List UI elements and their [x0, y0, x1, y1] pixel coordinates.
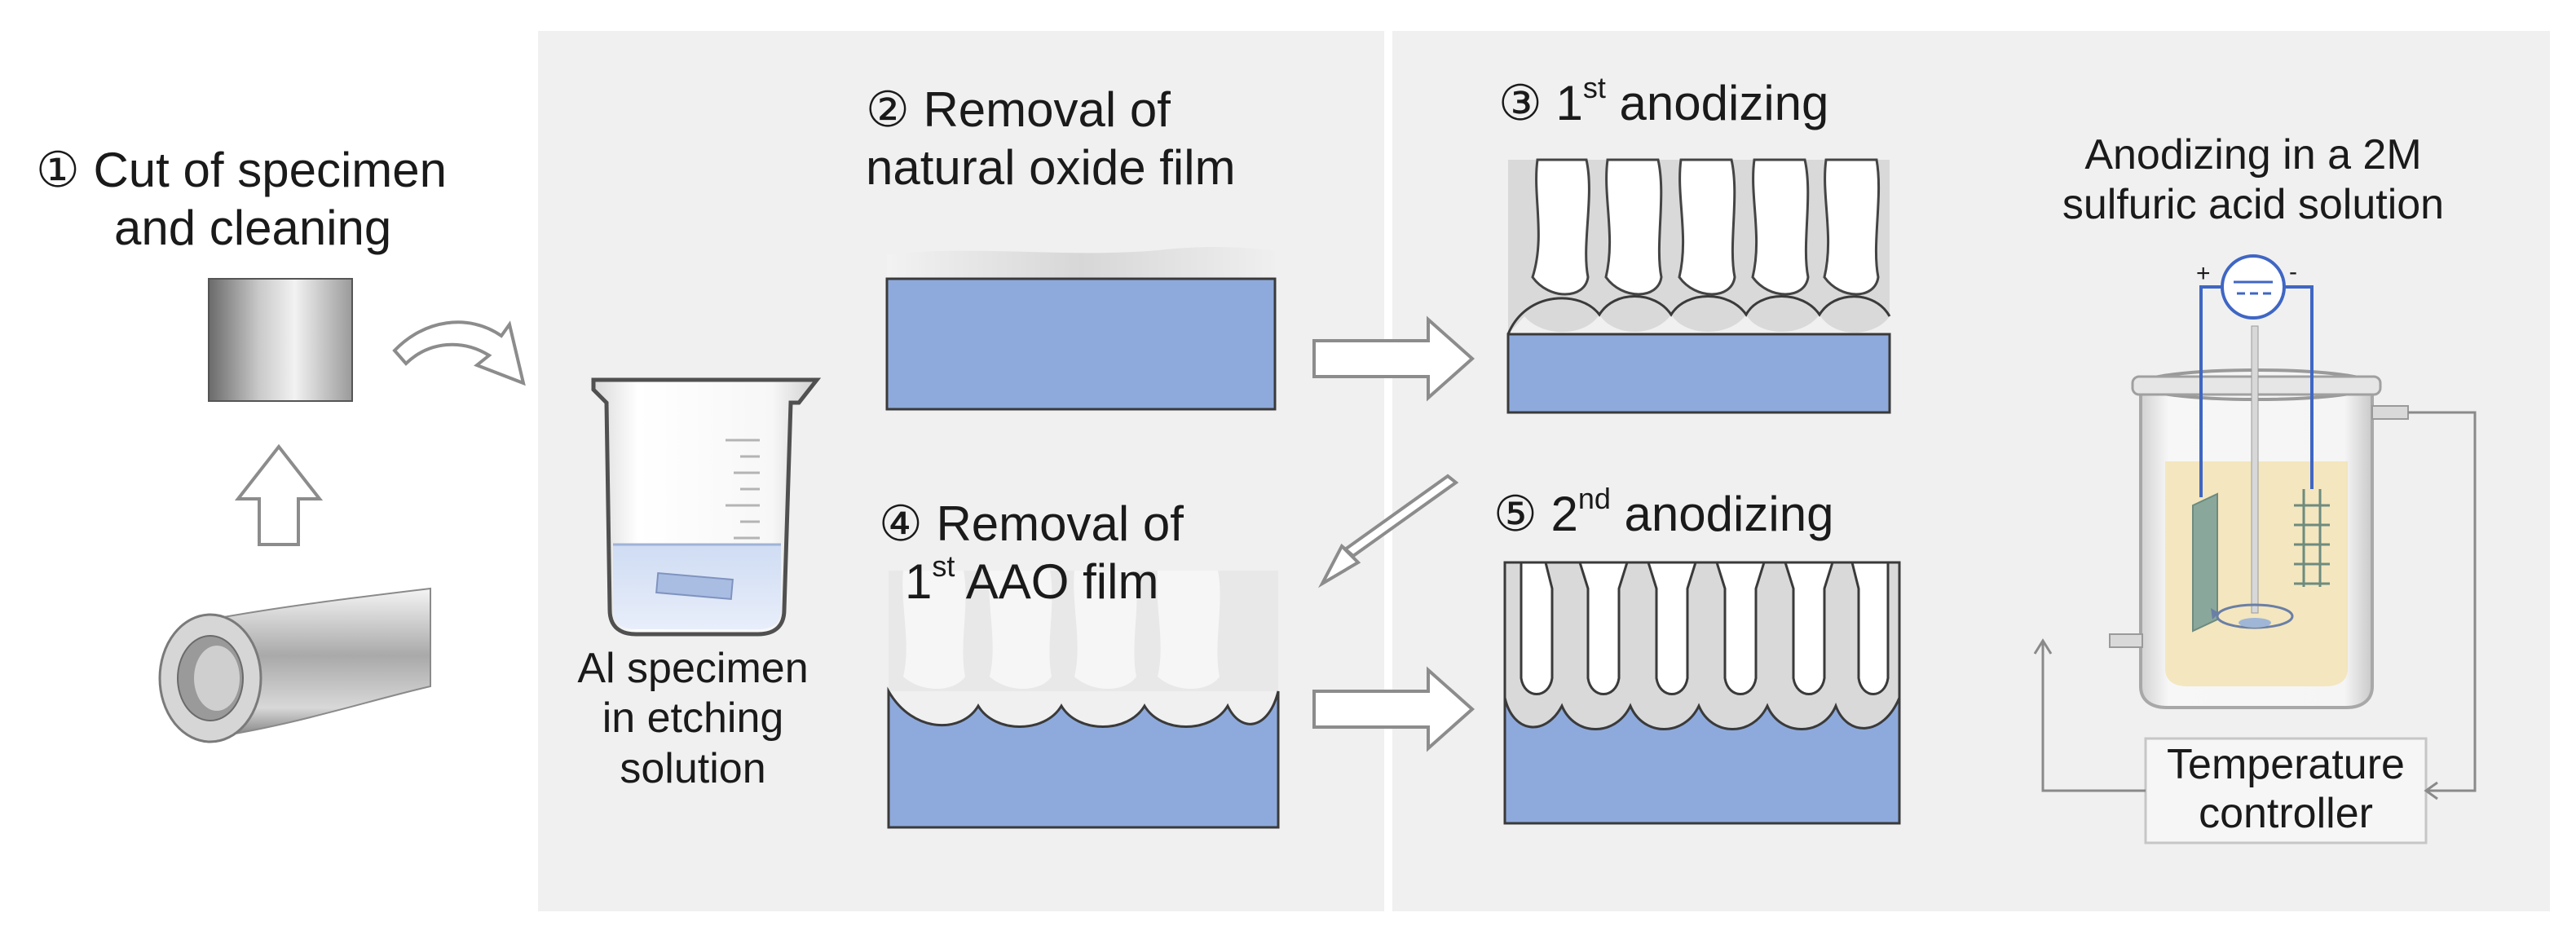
setup-label: Anodizing in a 2M sulfuric acid solution	[2000, 130, 2506, 231]
step2-label: ② Removal of natural oxide film	[866, 82, 1236, 197]
controller-label-line2: controller	[2199, 790, 2373, 838]
beaker-label: Al specimen in etching solution	[546, 644, 840, 794]
minus-sign: -	[2289, 258, 2297, 285]
return-line	[2041, 641, 2146, 792]
step1-line1: Cut of specimen	[93, 143, 448, 197]
step2-line2: natural oxide film	[866, 139, 1236, 195]
controller-label: Temperature controller	[2146, 739, 2426, 839]
natural-oxide-specimen	[885, 246, 1277, 411]
step3-title: anodizing	[1605, 76, 1829, 130]
aluminum-tube	[158, 587, 431, 743]
up-arrow	[234, 443, 324, 546]
arrow-4-to-5	[1312, 666, 1475, 752]
step4-line1: Removal of	[936, 496, 1184, 551]
beaker-label-line3: solution	[620, 744, 766, 792]
return-arrowhead	[2033, 638, 2053, 655]
step4-label: ④ Removal of 1st AAO film	[879, 496, 1184, 611]
step4-ordinal-suffix: st	[932, 549, 955, 583]
setup-label-line1: Anodizing in a 2M	[2084, 131, 2422, 179]
step5-ordinal-suffix: nd	[1577, 482, 1611, 515]
step2-line1: Removal of	[923, 82, 1171, 137]
setup-label-line2: sulfuric acid solution	[2062, 181, 2445, 229]
step3-number: ③	[1498, 76, 1542, 130]
step5-title: anodizing	[1610, 487, 1834, 541]
step1-number: ①	[36, 143, 80, 197]
first-anodized-specimen	[1506, 158, 1891, 414]
curved-arrow	[392, 320, 526, 386]
controller-label-line1: Temperature	[2167, 741, 2405, 788]
arrow-3-to-4	[1317, 474, 1459, 589]
step3-label: ③ 1st anodizing	[1498, 73, 1829, 133]
etching-beaker	[591, 377, 822, 637]
step5-number: ⑤	[1493, 487, 1537, 541]
beaker-label-line2: in etching	[602, 694, 784, 743]
outflow-line	[2408, 411, 2477, 792]
step4-title: AAO film	[955, 553, 1159, 609]
step5-ordinal: 2	[1550, 487, 1578, 541]
step5-label: ⑤ 2nd anodizing	[1493, 484, 1834, 544]
step4-number: ④	[879, 496, 923, 551]
specimen-plate	[208, 278, 353, 402]
step1-label: ① Cut of specimen and cleaning	[36, 142, 447, 258]
arrow-2-to-3	[1312, 315, 1475, 402]
second-anodized-specimen	[1503, 561, 1901, 825]
dimpled-specimen	[887, 571, 1280, 829]
anode-wire	[2199, 285, 2222, 497]
step4-ordinal: 1	[905, 553, 933, 609]
step3-ordinal: 1	[1555, 76, 1583, 130]
beaker-label-line1: Al specimen	[577, 645, 809, 692]
outflow-arrowhead	[2424, 781, 2438, 800]
step2-number: ②	[866, 82, 910, 137]
step1-line2: and cleaning	[114, 200, 392, 255]
plus-sign: +	[2196, 260, 2211, 287]
power-supply	[2221, 254, 2286, 320]
cathode-wire	[2284, 285, 2314, 489]
anodizing-setup	[2109, 325, 2409, 709]
step3-ordinal-suffix: st	[1582, 71, 1606, 104]
